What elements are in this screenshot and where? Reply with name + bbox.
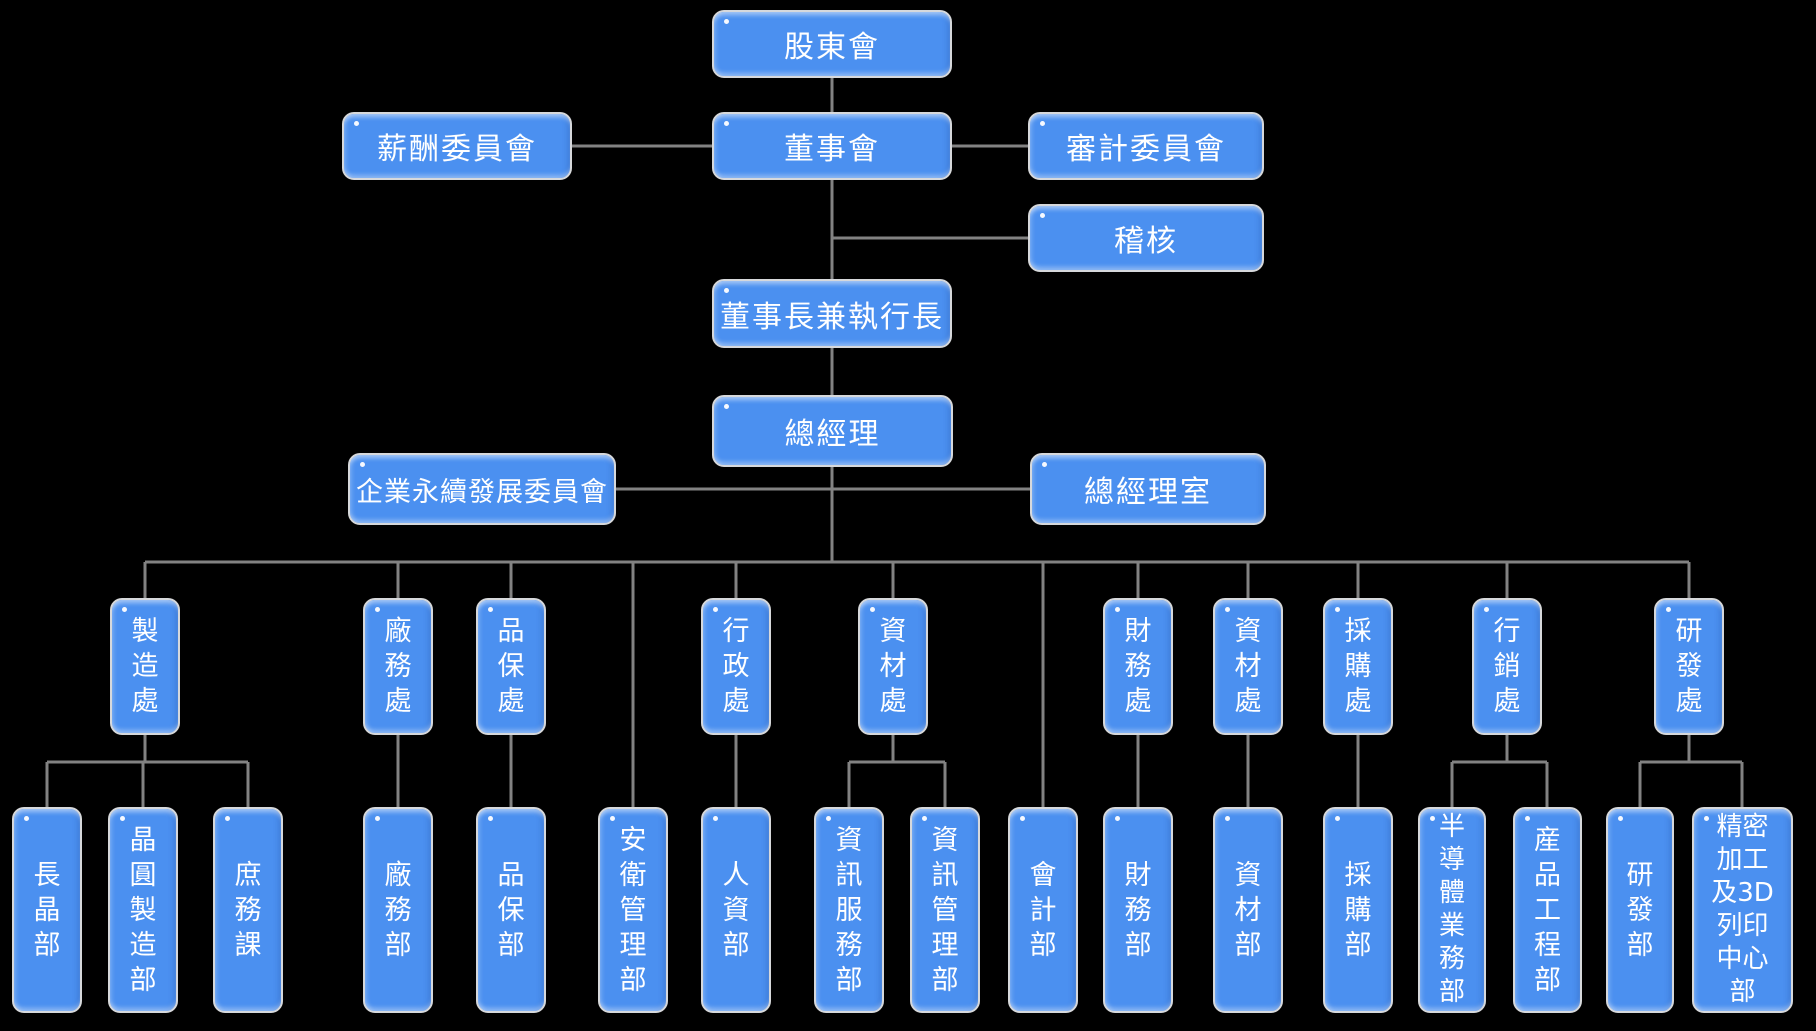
- node-procurement-division: 採 購 處: [1323, 598, 1393, 735]
- node-internal-audit: 稽核: [1028, 204, 1264, 272]
- node-general-affairs-section: 庶 務 課: [213, 807, 283, 1013]
- node-safety-health-management-dept: 安 衛 管 理 部: [598, 807, 668, 1013]
- node-crystal-growth-dept: 長 晶 部: [12, 807, 82, 1013]
- node-manufacturing-division: 製 造 處: [110, 598, 180, 735]
- node-marketing-division: 行 銷 處: [1472, 598, 1542, 735]
- node-precision-3d-printing-center: 精密 加工 及3D 列印 中心 部: [1692, 807, 1793, 1013]
- node-general-manager: 總經理: [712, 395, 953, 467]
- node-rd-division: 研 發 處: [1654, 598, 1724, 735]
- node-board-of-directors: 董事會: [712, 112, 952, 180]
- node-qa-division: 品 保 處: [476, 598, 546, 735]
- node-information-management-dept: 資 訊 管 理 部: [910, 807, 980, 1013]
- node-administration-division: 行 政 處: [701, 598, 771, 735]
- node-facility-division: 廠 務 處: [363, 598, 433, 735]
- node-compensation-committee: 薪酬委員會: [342, 112, 572, 180]
- node-semiconductor-sales-dept: 半 導 體 業 務 部: [1418, 807, 1486, 1013]
- node-chairman-and-ceo: 董事長兼執行長: [712, 279, 952, 348]
- node-procurement-dept: 採 購 部: [1323, 807, 1393, 1013]
- node-hr-dept: 人 資 部: [701, 807, 771, 1013]
- node-facility-dept: 廠 務 部: [363, 807, 433, 1013]
- node-gm-office: 總經理室: [1030, 453, 1266, 525]
- node-information-service-dept: 資 訊 服 務 部: [814, 807, 884, 1013]
- node-audit-committee: 審計委員會: [1028, 112, 1264, 180]
- node-accounting-dept: 會 計 部: [1008, 807, 1078, 1013]
- node-finance-division: 財 務 處: [1103, 598, 1173, 735]
- node-product-engineering-dept: 産 品 工 程 部: [1513, 807, 1582, 1013]
- node-wafer-manufacturing-dept: 晶 圓 製 造 部: [108, 807, 178, 1013]
- node-qa-dept: 品 保 部: [476, 807, 546, 1013]
- node-rd-dept: 研 發 部: [1606, 807, 1674, 1013]
- node-shareholders-meeting: 股東會: [712, 10, 952, 78]
- node-finance-dept: 財 務 部: [1103, 807, 1173, 1013]
- node-sustainability-committee: 企業永續發展委員會: [348, 453, 616, 525]
- node-materials-division-1: 資 材 處: [858, 598, 928, 735]
- node-materials-division-2: 資 材 處: [1213, 598, 1283, 735]
- node-materials-dept: 資 材 部: [1213, 807, 1283, 1013]
